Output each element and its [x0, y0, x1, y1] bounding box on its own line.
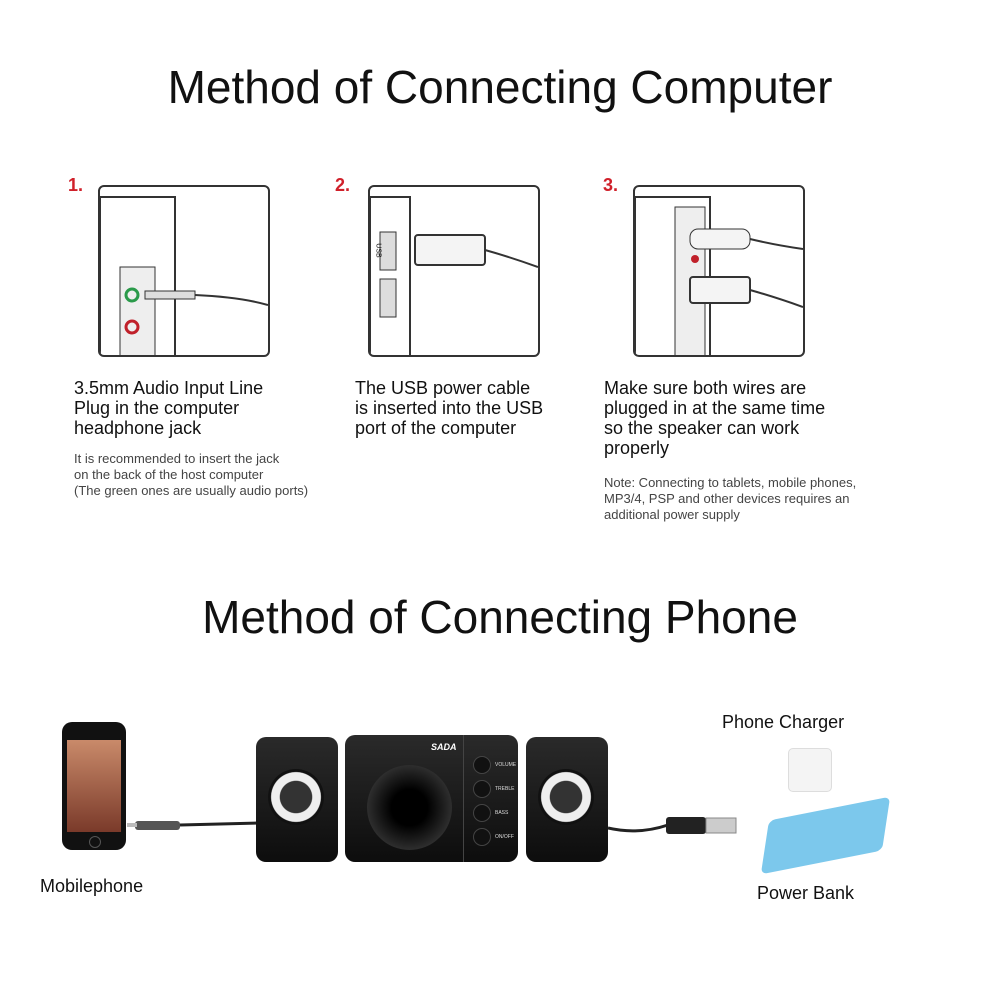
text-line: properly	[604, 438, 670, 458]
computer-section-title: Method of Connecting Computer	[167, 61, 833, 113]
step-3-note: Note: Connecting to tablets, mobile phon…	[604, 475, 856, 523]
audio-jack-illustration	[100, 196, 268, 355]
power-bank-label: Power Bank	[757, 883, 855, 903]
power-bank-image	[760, 796, 891, 875]
usb-port-illustration	[370, 196, 538, 355]
step-1-number: 1.	[68, 175, 84, 195]
text-line: headphone jack	[74, 418, 202, 438]
mobilephone-label: Mobilephone	[40, 876, 144, 896]
phone-charger-image	[788, 748, 832, 792]
step-2-number: 2.	[335, 175, 351, 195]
note-line: additional power supply	[604, 507, 740, 522]
step-2-illustration: USB	[368, 185, 540, 357]
volume-knob: VOLUME	[473, 753, 516, 777]
text-line: plugged in at the same time	[604, 398, 826, 418]
treble-knob: TREBLE	[473, 777, 516, 801]
knob-label: BASS	[495, 810, 509, 816]
phone-charger-label: Phone Charger	[722, 712, 845, 732]
usb-cable	[608, 817, 737, 834]
right-speaker-image	[526, 737, 608, 862]
note-line: MP3/4, PSP and other devices requires an	[604, 491, 850, 506]
usb-port-label: USB	[374, 243, 382, 258]
text-line: is inserted into the USB	[355, 398, 544, 418]
knob-column: VOLUME TREBLE BASS ON/OFF	[473, 753, 516, 849]
step-1-illustration	[98, 185, 270, 357]
mobile-phone-image	[62, 722, 126, 850]
note-line: Note: Connecting to tablets, mobile phon…	[604, 475, 857, 490]
text-line: so the speaker can work	[604, 418, 800, 438]
left-speaker-image	[256, 737, 338, 862]
text-line: Make sure both wires are	[604, 378, 807, 398]
both-cables-illustration	[635, 196, 803, 355]
phone-section-title: Method of Connecting Phone	[202, 591, 798, 643]
subwoofer-image: SADA VOLUME TREBLE BASS ON/OFF	[345, 735, 518, 862]
step-2-description: The USB power cable is inserted into the…	[355, 378, 543, 438]
note-line: (The green ones are usually audio ports)	[74, 483, 309, 498]
power-knob: ON/OFF	[473, 825, 516, 849]
note-line: It is recommended to insert the jack	[74, 451, 280, 466]
text-line: The USB power cable	[355, 378, 531, 398]
brand-logo: SADA	[431, 742, 457, 752]
step-3-illustration	[633, 185, 805, 357]
text-line: 3.5mm Audio Input Line	[74, 378, 264, 398]
step-3-number: 3.	[603, 175, 619, 195]
knob-label: ON/OFF	[495, 834, 514, 840]
note-line: on the back of the host computer	[74, 467, 264, 482]
step-3-description: Make sure both wires are plugged in at t…	[604, 378, 825, 458]
bass-knob: BASS	[473, 801, 516, 825]
step-1-note: It is recommended to insert the jack on …	[74, 451, 308, 499]
step-1-description: 3.5mm Audio Input Line Plug in the compu…	[74, 378, 263, 438]
text-line: port of the computer	[355, 418, 517, 438]
knob-label: VOLUME	[495, 762, 517, 768]
knob-label: TREBLE	[495, 786, 515, 792]
text-line: Plug in the computer	[74, 398, 240, 418]
audio-cable	[127, 821, 260, 830]
